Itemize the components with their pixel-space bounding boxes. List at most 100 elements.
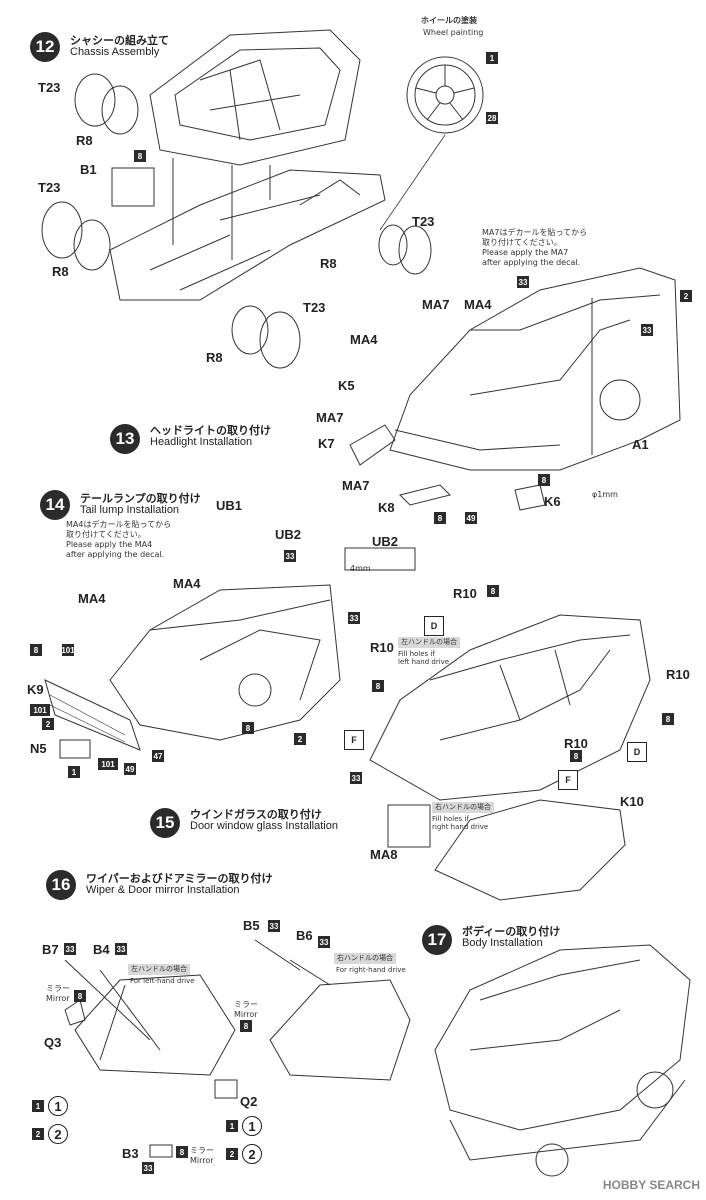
label-ma7-c: MA7 <box>342 478 370 493</box>
drill-size: φ1mm <box>592 490 618 499</box>
step-16-number: 16 <box>46 870 76 900</box>
part-f-a: F <box>344 730 364 750</box>
label-b6: B6 <box>296 928 313 943</box>
label-r10-a: R10 <box>453 586 477 601</box>
part-1-big-b: 1 <box>242 1116 262 1136</box>
color-101-b: 101 <box>30 704 50 716</box>
note-ma4-en1: Please apply the MA4 <box>66 540 153 549</box>
color-8-c: 8 <box>30 644 42 656</box>
color-8-k8: 8 <box>434 512 446 524</box>
label-r8-b: R8 <box>52 264 69 279</box>
color-8-b1: 8 <box>134 150 146 162</box>
mirror-jp-c: ミラー <box>190 1146 214 1155</box>
label-r8-a: R8 <box>76 133 93 148</box>
label-k10: K10 <box>620 794 644 809</box>
step-16-title-en: Wiper & Door mirror Installation <box>86 884 240 896</box>
color-8-k6: 8 <box>538 474 550 486</box>
color-33-d: 33 <box>350 772 362 784</box>
label-k8: K8 <box>378 500 395 515</box>
label-ma4-d: MA4 <box>78 591 106 606</box>
fill-holes-lhd-en1: Fill holes if <box>398 650 435 658</box>
part-b1 <box>111 167 155 207</box>
color-33-c: 33 <box>348 612 360 624</box>
color-33-b4: 33 <box>115 943 127 955</box>
color-8-mirror-b: 8 <box>240 1020 252 1032</box>
rhd-note-jp: 右ハンドルの場合 <box>334 953 396 964</box>
color-33-b5: 33 <box>268 920 280 932</box>
fill-holes-lhd-en2: left hand drive <box>398 658 450 666</box>
part-1-big-a: 1 <box>48 1096 68 1116</box>
color-8-e: 8 <box>487 585 499 597</box>
color-2-c: 2 <box>294 733 306 745</box>
wheel-painting-en: Wheel painting <box>423 28 484 37</box>
color-33-b3: 33 <box>142 1162 154 1174</box>
part-k6-foglamp <box>514 484 546 511</box>
lhd-note-en: For left-hand drive <box>130 977 195 985</box>
step-15-title-jp: ウインドガラスの取り付け <box>190 808 322 821</box>
wheel-color-28: 28 <box>486 112 498 124</box>
step-13-title-en: Headlight Installation <box>150 436 253 448</box>
windshield-step16-right <box>254 939 411 1081</box>
rhd-note-en: For right-hand drive <box>336 966 406 974</box>
wheel-color-1: 1 <box>486 52 498 64</box>
part-d-b: D <box>627 742 647 762</box>
label-ub2-detail: UB2 <box>372 534 399 549</box>
fill-holes-lhd-jp: 左ハンドルの場合 <box>398 637 460 648</box>
body-shell-step14 <box>109 584 341 741</box>
chassis-floor <box>109 169 386 301</box>
body-shell-step15 <box>369 614 651 801</box>
part-n5-plate <box>59 739 91 759</box>
label-t23-d: T23 <box>303 300 326 315</box>
body-shell-step17 <box>434 944 691 1177</box>
brand-watermark: HOBBY SEARCH <box>602 1178 700 1192</box>
note-ma4-en2: after applying the decal. <box>66 550 165 559</box>
ub2-detail-box <box>344 547 416 571</box>
part-d-a: D <box>424 616 444 636</box>
label-t23-a: T23 <box>38 80 61 95</box>
label-b7: B7 <box>42 942 59 957</box>
label-t23-c: T23 <box>412 214 435 229</box>
mirror-en-a: Mirror <box>46 994 70 1003</box>
step-13-number: 13 <box>110 424 140 454</box>
color-8-f: 8 <box>372 680 384 692</box>
step-17-title-jp: ボディーの取り付け <box>462 925 561 938</box>
part-f-b: F <box>558 770 578 790</box>
color-101-c: 101 <box>98 758 118 770</box>
note-ma7-en1: Please apply the MA7 <box>482 248 569 257</box>
color-1-b: 1 <box>32 1100 44 1112</box>
step-15-number: 15 <box>150 808 180 838</box>
color-33-b6: 33 <box>318 936 330 948</box>
part-q2-mirror <box>214 1079 238 1099</box>
color-47: 47 <box>152 750 164 762</box>
color-2-d: 2 <box>32 1128 44 1140</box>
part-b3 <box>149 1144 173 1158</box>
part-2-big-a: 2 <box>48 1124 68 1144</box>
step-15-title-en: Door window glass Installation <box>190 820 338 832</box>
note-ma4-jp1: MA4はデカールを貼ってから <box>66 520 172 529</box>
step-17-title-en: Body Installation <box>462 937 543 949</box>
label-ma7-b: MA7 <box>316 410 344 425</box>
lhd-note-jp: 左ハンドルの場合 <box>128 964 190 975</box>
label-k6: K6 <box>544 494 561 509</box>
label-ma4-c: MA4 <box>173 576 201 591</box>
label-r8-d: R8 <box>206 350 223 365</box>
note-ma7-jp2: 取り付けてください。 <box>482 238 562 247</box>
wheel-painting-rim <box>379 56 484 231</box>
color-2-e: 2 <box>226 1148 238 1160</box>
label-q2: Q2 <box>240 1094 258 1109</box>
label-k5: K5 <box>338 378 355 393</box>
label-ub2: UB2 <box>275 527 302 542</box>
part-k7-headlight <box>349 424 396 466</box>
color-33-ub2: 33 <box>284 550 296 562</box>
label-t23-b: T23 <box>38 180 61 195</box>
windshield-step16-left <box>64 959 236 1076</box>
color-2-b: 2 <box>42 718 54 730</box>
fill-holes-rhd-jp: 右ハンドルの場合 <box>432 802 494 813</box>
label-k7: K7 <box>318 436 335 451</box>
color-1-a: 1 <box>68 766 80 778</box>
label-a1: A1 <box>632 437 649 452</box>
label-ma4-a: MA4 <box>464 297 492 312</box>
label-r10-c: R10 <box>666 667 690 682</box>
color-33-b: 33 <box>641 324 653 336</box>
